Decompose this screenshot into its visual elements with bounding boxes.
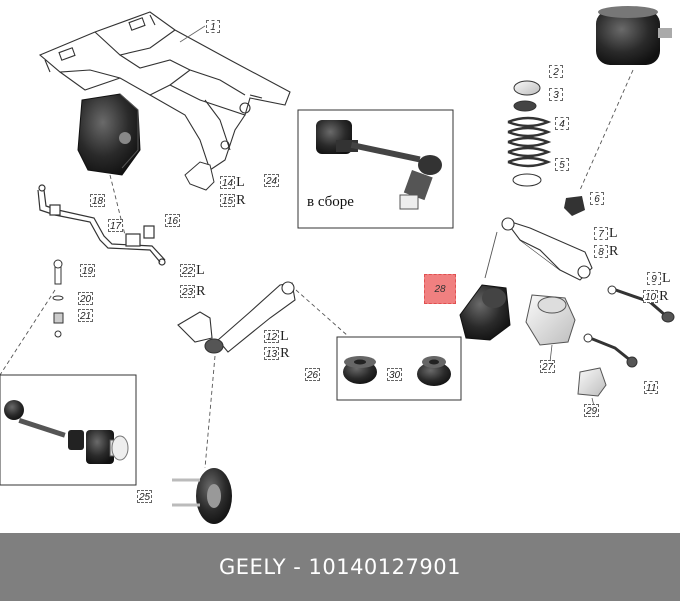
bushing-28 — [459, 284, 511, 341]
bushing-29 — [577, 367, 607, 397]
bushing-26 — [343, 356, 377, 384]
callout-16: 16 — [165, 214, 181, 227]
stabilizer-link-assembly — [4, 400, 129, 464]
inset-assembly-label: в сборе — [307, 194, 354, 210]
stabilizer-link-small — [52, 259, 64, 338]
callout-4: 4 — [555, 117, 569, 130]
stabilizer-link-24 — [316, 120, 442, 210]
callout-30: 30 — [387, 368, 403, 381]
part-number-title: GEELY - 10140127901 — [219, 555, 461, 579]
parts-diagram — [0, 6, 675, 524]
callout-27: 27 — [540, 360, 556, 373]
small-bushing-6 — [564, 196, 585, 216]
callout-19: 19 — [80, 264, 96, 277]
callout-29: 29 — [584, 404, 600, 417]
callout-6: 6 — [590, 192, 604, 205]
callout-24: 24 — [264, 174, 280, 187]
bushing-top-right — [596, 6, 672, 65]
callout-28-highlighted[interactable]: 28 — [424, 274, 456, 304]
callout-3: 3 — [549, 88, 563, 101]
upper-control-arm — [501, 217, 593, 281]
footer-bar: GEELY - 10140127901 — [0, 533, 680, 601]
callout-11: 11 — [644, 381, 659, 394]
link-11 — [583, 333, 638, 368]
lower-control-arm — [177, 281, 296, 354]
callout-1: 1 — [206, 20, 220, 33]
inset-box-stabilizer-link — [0, 374, 137, 486]
bushing-17-large — [77, 93, 141, 176]
callout-5: 5 — [555, 158, 569, 171]
bushing-25 — [172, 468, 232, 524]
subframe-drawing — [38, 11, 291, 171]
bushing-27 — [525, 294, 576, 346]
callout-21: 21 — [78, 309, 94, 322]
callout-17: 17 — [108, 219, 124, 232]
callout-2: 2 — [549, 65, 563, 78]
callout-18: 18 — [90, 194, 106, 207]
callout-25: 25 — [137, 490, 153, 503]
stabilizer-bar — [37, 184, 166, 266]
callout-26: 26 — [305, 368, 321, 381]
callout-20: 20 — [78, 292, 94, 305]
bracket-14 — [184, 161, 215, 191]
bushing-30 — [417, 356, 451, 386]
spring-assembly — [507, 80, 552, 187]
